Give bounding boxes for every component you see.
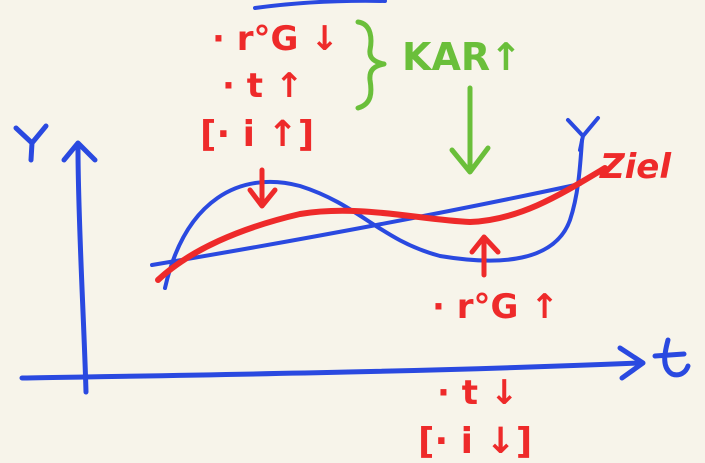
blue-trend-line (150, 182, 582, 267)
top-annotation-line3: [· i ↑] (200, 114, 314, 155)
green-brace (355, 19, 387, 111)
y-axis-label: Y (24, 151, 25, 153)
red-target-curve (155, 165, 608, 283)
y-axis (75, 145, 89, 395)
top-annotation-line2: · t ↑ (222, 66, 303, 106)
t-axis-label-glyph (652, 337, 691, 378)
bottom-annotation-line1: · r°G ↑ (432, 287, 559, 327)
x-axis (19, 360, 643, 381)
karl-label: KAR↑ (402, 35, 522, 79)
top-annotation-line1: · r°G ↓ (212, 19, 339, 59)
y-axis-arrowhead (61, 140, 98, 163)
red-up-arrow (469, 234, 501, 278)
bottom-annotation-line3: [· i ↓] (418, 421, 532, 462)
blue-wave-curve (163, 138, 584, 290)
bottom-annotation-line2: · t ↓ (437, 373, 518, 413)
blue-curve-label: Y (576, 139, 577, 141)
blue-curve-label-glyph (566, 116, 600, 152)
y-axis-label-glyph (13, 123, 49, 163)
ziel-label: Ziel (599, 147, 672, 187)
green-down-arrow (449, 85, 491, 175)
top-blue-stroke (253, 0, 387, 10)
red-down-arrow (247, 167, 278, 209)
x-axis-arrowhead (617, 345, 646, 381)
